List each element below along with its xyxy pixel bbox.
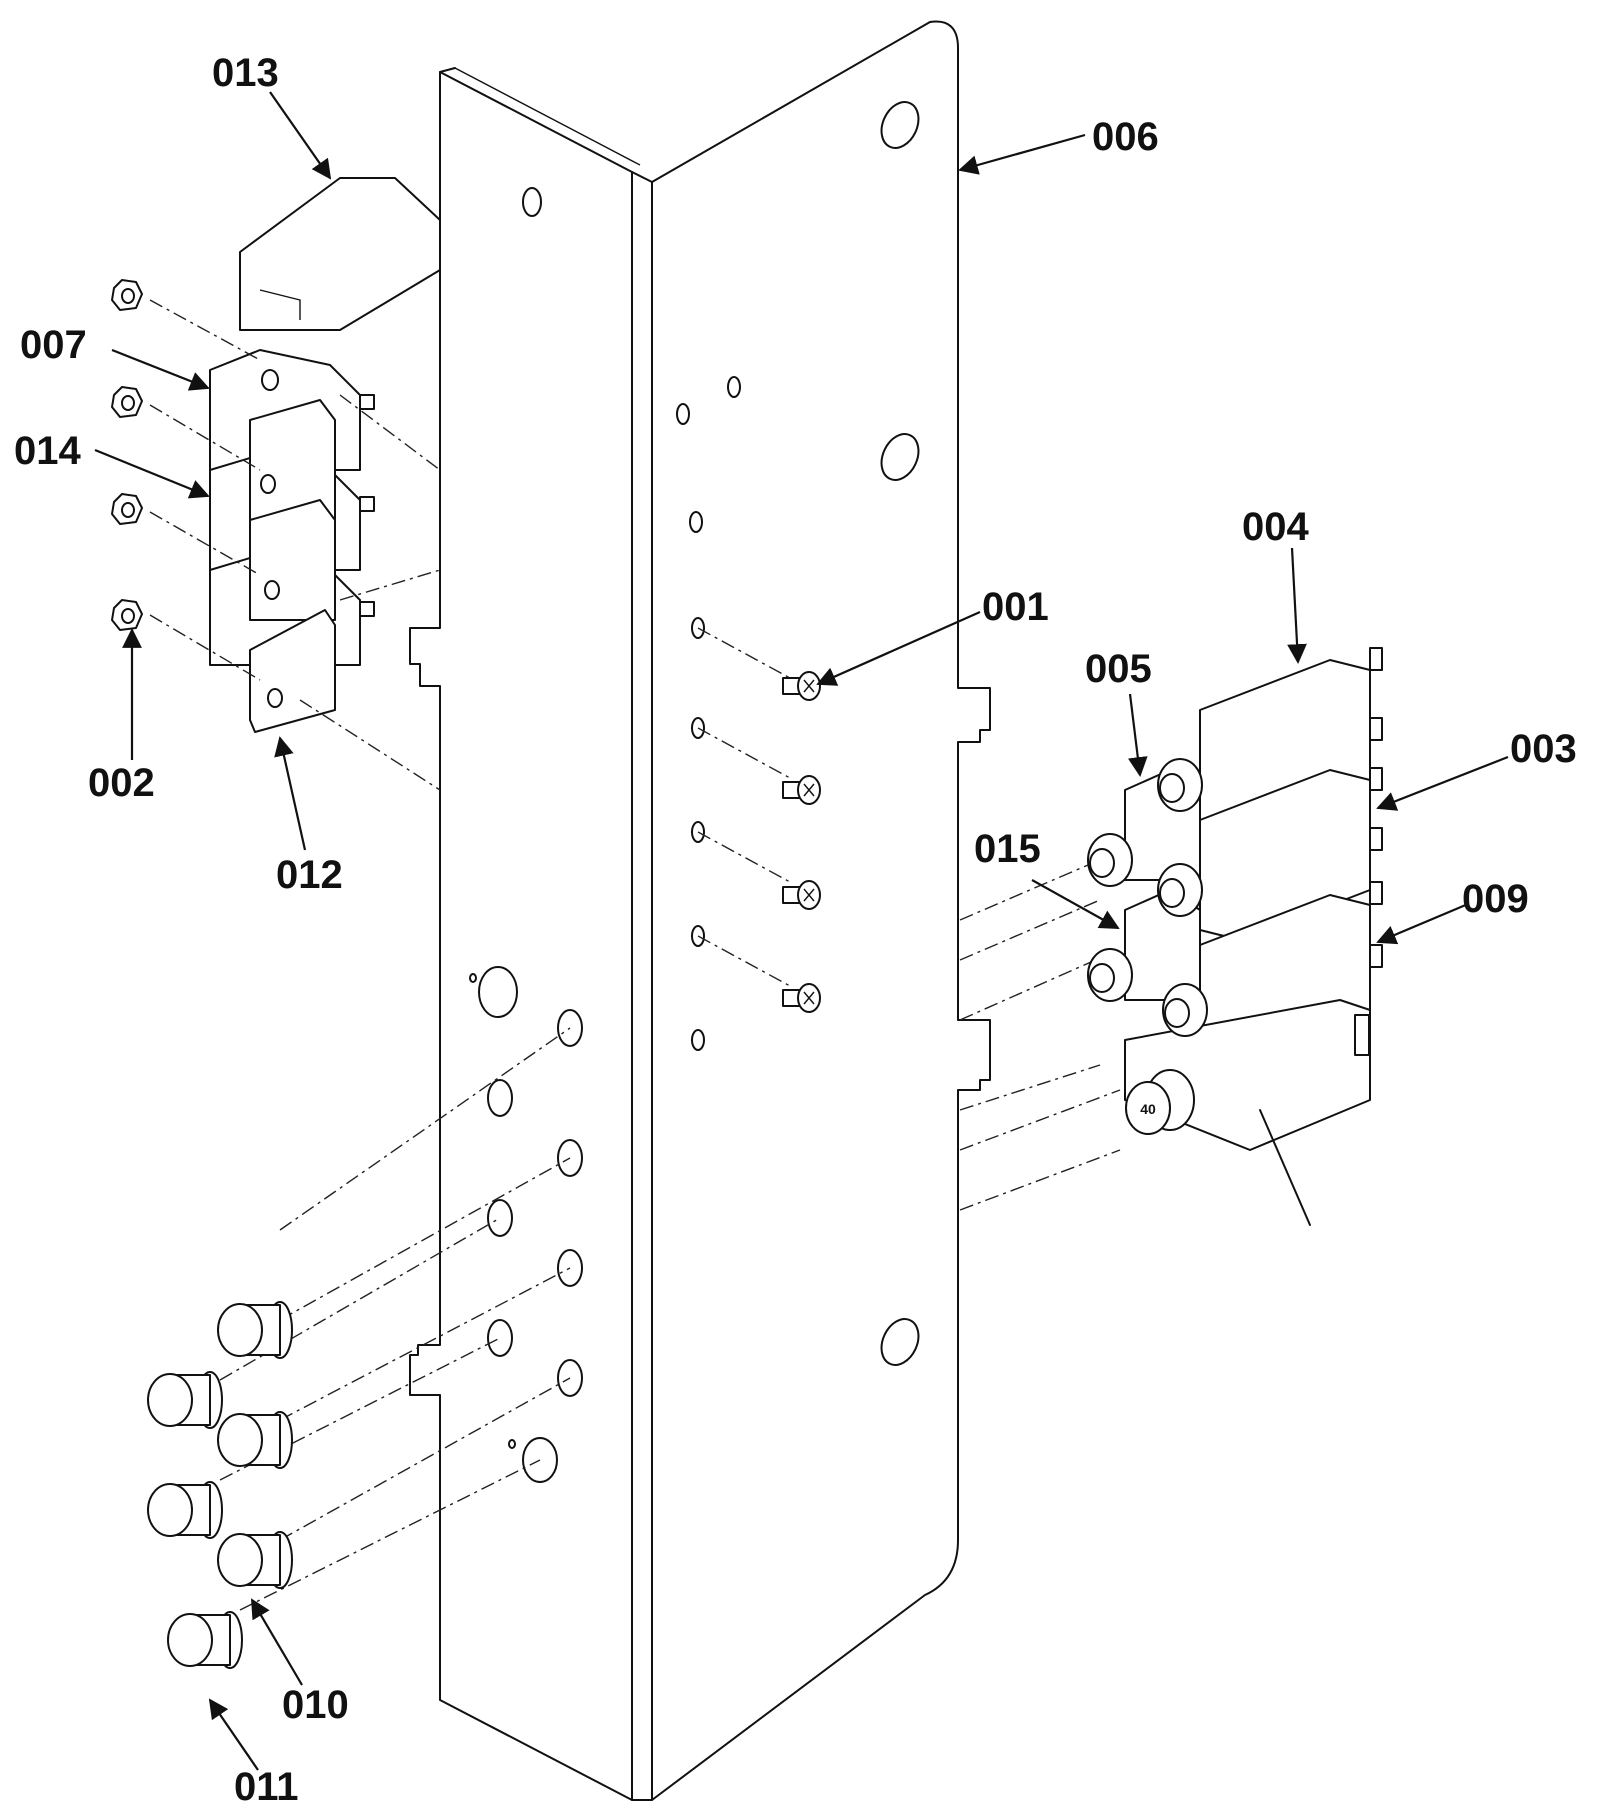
callout-009: 009 bbox=[1462, 877, 1529, 921]
callout-012: 012 bbox=[276, 853, 343, 897]
callout-005: 005 bbox=[1085, 647, 1152, 691]
callout-labels: 013 006 007 014 002 012 001 004 005 003 … bbox=[14, 51, 1577, 1809]
push-buttons-010-011 bbox=[147, 1027, 571, 1669]
callout-001: 001 bbox=[982, 585, 1049, 629]
angle-bracket bbox=[409, 20, 991, 1801]
switch-stack-left bbox=[149, 177, 441, 791]
callout-015: 015 bbox=[974, 827, 1041, 871]
callout-002: 002 bbox=[88, 761, 155, 805]
callout-011: 011 bbox=[234, 1765, 299, 1804]
callout-006: 006 bbox=[1092, 115, 1159, 159]
callout-013: 013 bbox=[212, 51, 279, 95]
nuts-002 bbox=[111, 279, 143, 631]
callout-004: 004 bbox=[1242, 505, 1309, 549]
callout-014: 014 bbox=[14, 429, 81, 473]
switch-assembly-right: 40 bbox=[959, 647, 1383, 1226]
leader-arrows bbox=[94, 91, 1509, 1771]
callout-010: 010 bbox=[282, 1683, 349, 1727]
callout-007: 007 bbox=[20, 323, 87, 367]
callout-003: 003 bbox=[1510, 727, 1577, 771]
cap-marking-text: 40 bbox=[1140, 1101, 1156, 1117]
screws-001 bbox=[697, 627, 821, 1013]
